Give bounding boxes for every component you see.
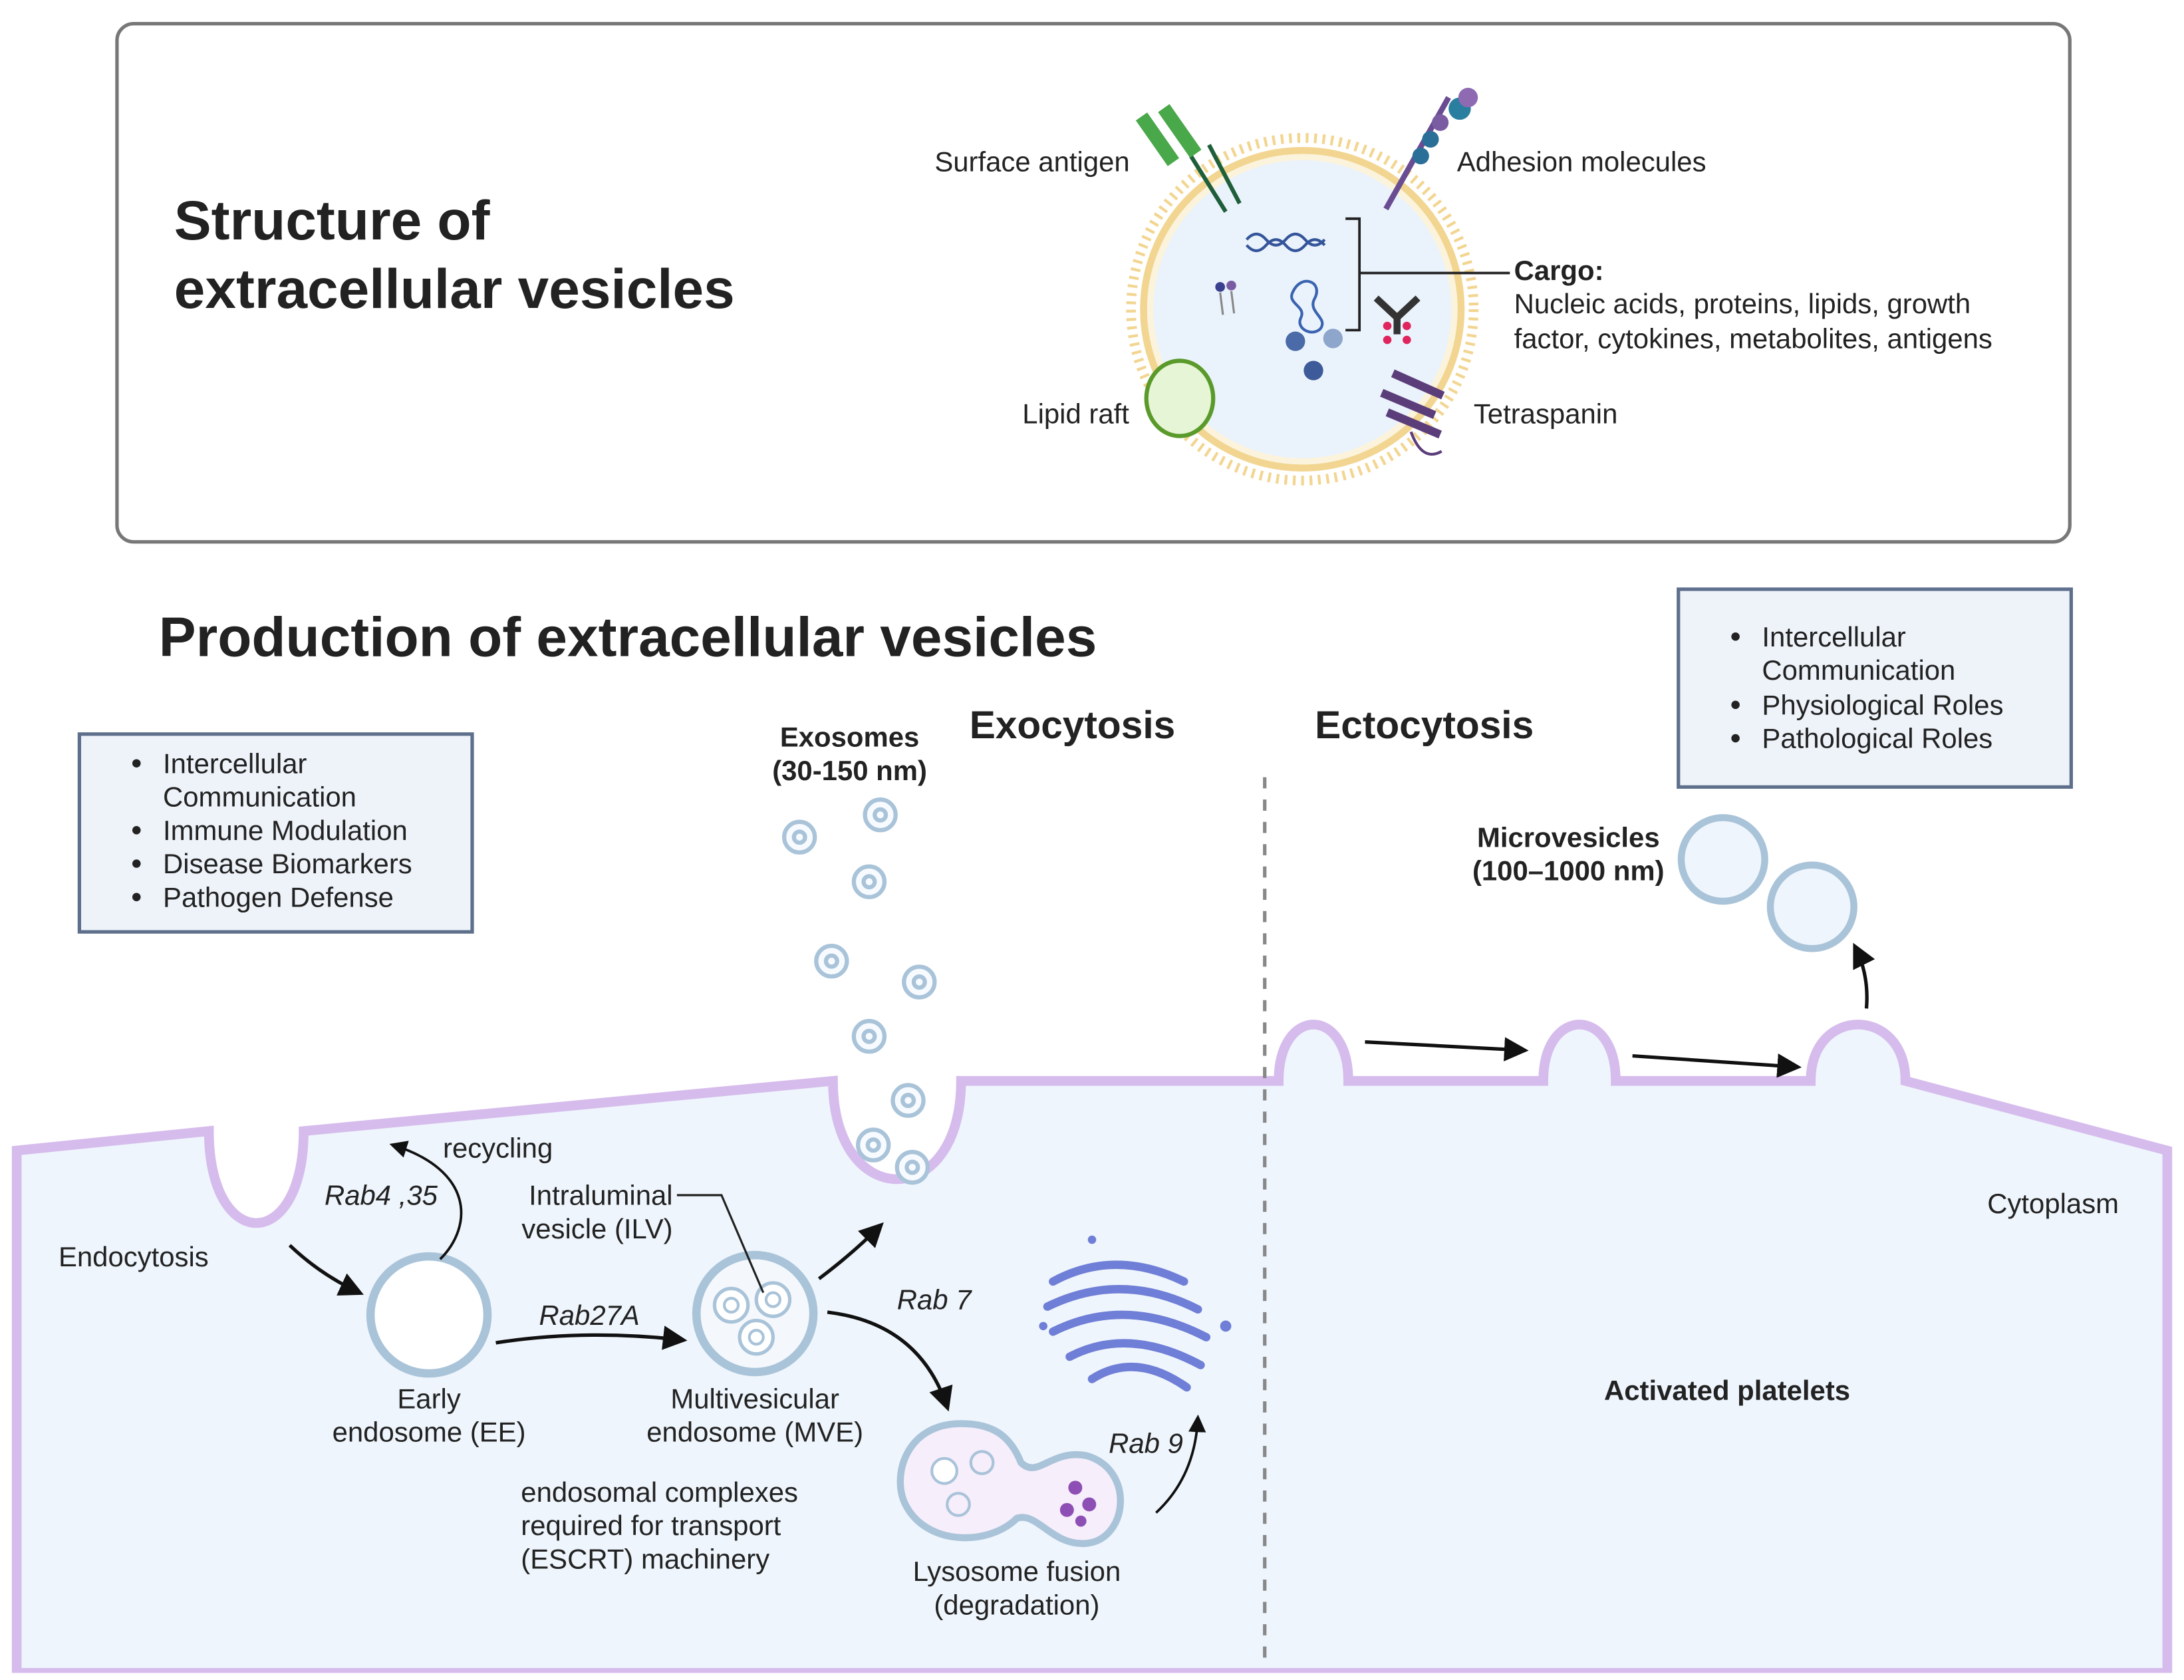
endocytosis-label: Endocytosis xyxy=(59,1241,209,1272)
list-item: Physiological Roles xyxy=(1762,689,2003,720)
exocytosis-arrow xyxy=(817,1222,884,1280)
production-title: Production of extracellular vesicles xyxy=(159,605,1097,668)
functions-list-left: Intercellular Communication Immune Modul… xyxy=(132,748,412,912)
adhesion-molecules-icon xyxy=(1383,87,1478,211)
list-item: Immune Modulation xyxy=(163,815,408,846)
lipid-raft-label: Lipid raft xyxy=(1022,398,1129,430)
microvesicle xyxy=(1766,861,1857,952)
lipid-icon xyxy=(1215,281,1236,315)
exosomes-label-line1: Exosomes xyxy=(780,722,919,753)
cargo-line2: factor, cytokines, metabolites, antigens xyxy=(1514,323,1992,354)
degradation-arrow xyxy=(827,1310,953,1412)
metabolite-icon xyxy=(1323,329,1343,349)
exosomes-label-line2: (30-150 nm) xyxy=(772,755,927,786)
mve-label-line2: endosome (MVE) xyxy=(646,1417,863,1448)
microvesicles-label-line2: (100–1000 nm) xyxy=(1472,855,1665,887)
multivesicular-endosome xyxy=(692,1250,818,1377)
early-endosome xyxy=(366,1252,492,1378)
rab4-label: Rab4 ,35 xyxy=(325,1180,438,1211)
list-item: Communication xyxy=(163,781,356,813)
ilv-label-line2: vesicle (ILV) xyxy=(521,1213,672,1244)
list-item: Communication xyxy=(1762,654,1955,686)
surface-antigen-icon xyxy=(1135,104,1242,213)
escrt-label-line2: required for transport xyxy=(521,1510,781,1541)
functions-box-right xyxy=(1677,587,2073,789)
budding-arrow xyxy=(1365,1037,1529,1061)
tetraspanin-label: Tetraspanin xyxy=(1474,398,1617,430)
escrt-label-line3: (ESCRT) machinery xyxy=(521,1543,769,1574)
rab9-arrow xyxy=(1155,1414,1206,1514)
cargo-bracket xyxy=(1345,217,1510,332)
lysosome-label-line2: (degradation) xyxy=(934,1589,1099,1620)
recycling-label: recycling xyxy=(443,1132,553,1163)
early-endosome-label-line2: endosome (EE) xyxy=(333,1417,526,1448)
tetraspanin-icon xyxy=(1380,369,1445,456)
vesicle-lumen xyxy=(1153,160,1452,459)
functions-list-right: Intercellular Communication Physiologica… xyxy=(1731,621,2004,754)
metabolite-icon xyxy=(1303,360,1323,380)
list-item: Pathogen Defense xyxy=(163,881,394,912)
metabolite-icon xyxy=(1286,331,1305,351)
golgi-icon xyxy=(1039,1235,1232,1392)
rab7-label: Rab 7 xyxy=(897,1284,972,1316)
exocytosis-label: Exocytosis xyxy=(970,704,1176,747)
dna-icon xyxy=(1245,232,1326,253)
adhesion-molecules-label: Adhesion molecules xyxy=(1457,146,1706,178)
mve-label-line1: Multivesicular xyxy=(670,1383,839,1414)
list-item: Pathological Roles xyxy=(1762,723,1992,754)
list-item: Intercellular xyxy=(1762,621,1906,652)
rab27a-label: Rab27A xyxy=(539,1300,640,1331)
ilv-label-line1: Intraluminal xyxy=(529,1180,672,1211)
antibody-icon xyxy=(1373,295,1421,345)
ilv-pointer xyxy=(676,1194,765,1294)
exosomes-cluster xyxy=(782,797,937,1185)
recycling-arrow xyxy=(389,1141,463,1260)
microvesicles-label-line1: Microvesicles xyxy=(1477,821,1660,853)
release-arrow xyxy=(1853,942,1875,1009)
cargo-title: Cargo: xyxy=(1514,255,1604,286)
microvesicle xyxy=(1677,814,1768,905)
early-endosome-label-line1: Early xyxy=(397,1383,460,1414)
structure-title-line1: Structure of xyxy=(174,189,491,251)
structure-panel xyxy=(115,21,2072,544)
endocytosis-arrow xyxy=(288,1244,364,1296)
list-item: Intercellular xyxy=(163,748,307,779)
vesicle-diagram xyxy=(1126,87,1510,486)
surface-antigen-label: Surface antigen xyxy=(934,146,1129,178)
lipid-bilayer-outer xyxy=(1126,133,1479,486)
cytoplasm-label: Cytoplasm xyxy=(1987,1188,2119,1219)
structure-title-line2: extracellular vesicles xyxy=(174,257,735,320)
lipid-raft-icon xyxy=(1144,358,1216,438)
escrt-label-line1: endosomal complexes xyxy=(521,1476,798,1508)
lysosome-label-line1: Lysosome fusion xyxy=(913,1556,1121,1587)
ectocytosis-label: Ectocytosis xyxy=(1315,704,1534,747)
cargo-line1: Nucleic acids, proteins, lipids, growth xyxy=(1514,288,1971,319)
list-item: Disease Biomarkers xyxy=(163,848,412,879)
maturation-arrow xyxy=(495,1326,688,1350)
lysosome-fusion-icon xyxy=(896,1420,1124,1547)
activated-platelets-label: Activated platelets xyxy=(1604,1375,1850,1406)
functions-box-left xyxy=(77,732,474,934)
rab9-label: Rab 9 xyxy=(1109,1427,1183,1459)
budding-arrow xyxy=(1632,1053,1802,1078)
protein-icon xyxy=(1290,279,1324,334)
